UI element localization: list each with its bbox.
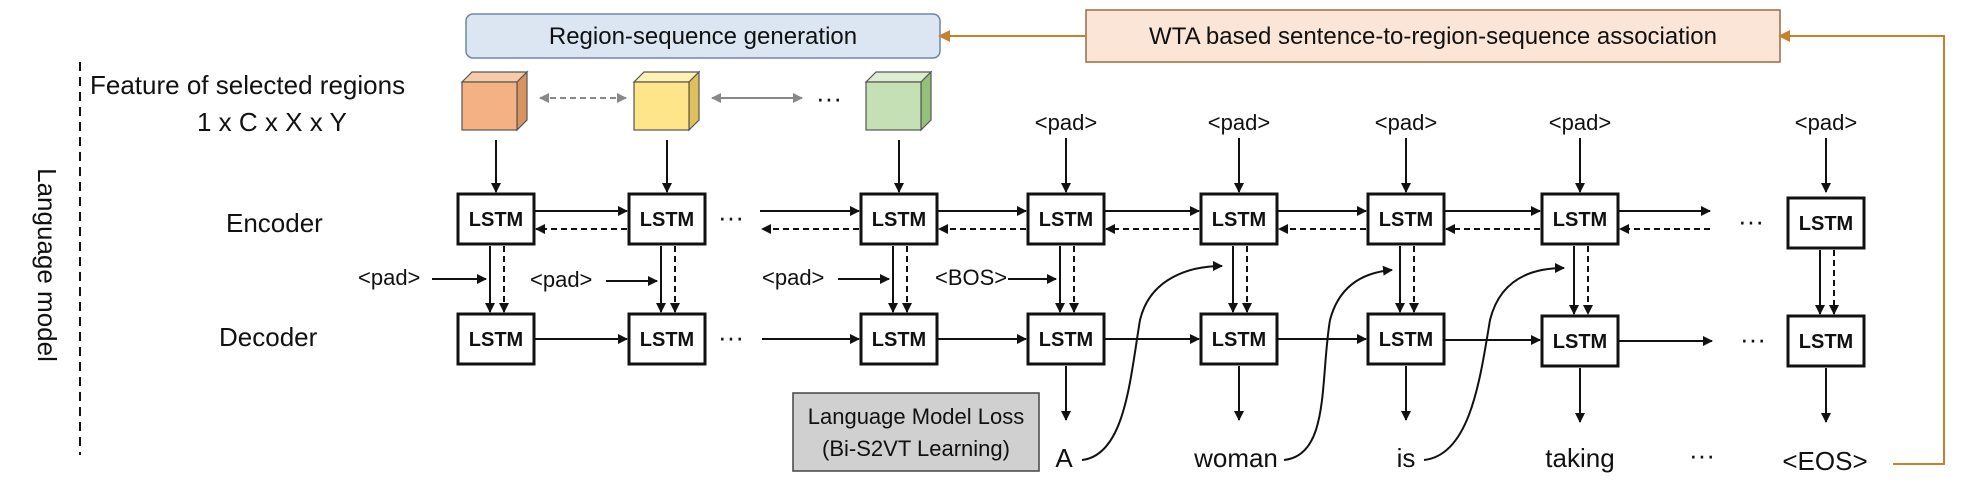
decoder-lstm-6: LSTM [1366,312,1446,366]
decoder-lstm-8: LSTM [1786,314,1866,368]
cube-ellipsis: ··· [816,83,842,113]
output-word-4: taking [1545,443,1614,473]
lstm-label: LSTM [469,329,523,351]
wta-association-box [1085,9,1781,63]
encoder-lstm-1: LSTM [456,192,536,246]
region-sequence-generation-label: Region-sequence generation [549,23,857,50]
lstm-label: LSTM [1799,213,1853,235]
decoder-lstm-2: LSTM [627,312,707,366]
output-word-2: woman [1193,443,1278,473]
feedback-curve-a [1081,261,1223,461]
output-word-6: <EOS> [1782,446,1867,476]
feature-cube-1 [460,70,529,132]
decoder-lstm-1: LSTM [456,312,536,366]
decoder-output-arrows [1061,366,1831,423]
encoder-pad-token: <pad> [1208,110,1270,135]
output-word-1: A [1055,443,1073,473]
loss-box-line1: Language Model Loss [808,404,1025,429]
decoder-label: Decoder [219,322,318,352]
lstm-label: LSTM [1553,331,1607,353]
feature-title: Feature of selected regions [90,70,405,100]
decoder-lstm-4: LSTM [1026,312,1106,366]
encoder-lstm-4: LSTM [1026,192,1106,246]
feature-cube-2 [632,70,701,132]
decoder-bos-token: <BOS> [935,265,1007,290]
lstm-label: LSTM [469,209,523,231]
decoder-recurrent-arrows [534,334,1713,346]
lstm-label: LSTM [1553,209,1607,231]
decoder-ellipsis-end: ··· [1740,324,1766,354]
lstm-label: LSTM [872,209,926,231]
lstm-label: LSTM [1039,209,1093,231]
encoder-pad-token: <pad> [1375,110,1437,135]
language-model-loss-box [792,392,1040,472]
lstm-label: LSTM [1039,329,1093,351]
lstm-label: LSTM [1799,331,1853,353]
decoder-ellipsis: ··· [718,322,744,352]
encoder-lstm-5: LSTM [1199,192,1279,246]
encoder-lstm-8: LSTM [1786,196,1866,250]
decoder-lstm-5: LSTM [1199,312,1279,366]
decoder-pad-token: <pad> [358,265,420,290]
feedback-curve-is [1423,263,1565,461]
encoder-to-decoder-arrows [485,246,1839,315]
encoder-lstm-2: LSTM [627,192,707,246]
decoder-lstm-7: LSTM [1540,314,1620,368]
lstm-label: LSTM [1379,329,1433,351]
feature-dims: 1 x C x X x Y [197,107,347,137]
loss-box-line2: (Bi-S2VT Learning) [822,436,1010,461]
feedback-curve-woman [1283,265,1393,461]
encoder-ellipsis: ··· [718,202,744,232]
lstm-label: LSTM [1212,329,1266,351]
encoder-lstm-3: LSTM [859,192,939,246]
encoder-pad-token: <pad> [1795,110,1857,135]
decoder-pad-token: <pad> [530,267,592,292]
encoder-pad-token: <pad> [1035,110,1097,135]
decoder-pad-token: <pad> [762,265,824,290]
lstm-label: LSTM [1379,209,1433,231]
encoder-lstm-7: LSTM [1540,192,1620,246]
output-word-3: is [1397,443,1416,473]
encoder-lstm-6: LSTM [1366,192,1446,246]
wta-association-label: WTA based sentence-to-region-sequence as… [1149,23,1717,50]
feature-cube-3 [864,70,933,132]
language-model-side-label: Language model [32,168,62,362]
encoder-recurrent-arrows [534,206,1711,234]
lstm-label: LSTM [640,209,694,231]
output-word-5: ··· [1689,440,1715,470]
decoder-lstm-3: LSTM [859,312,939,366]
encoder-pad-token: <pad> [1549,110,1611,135]
feedback-arrow-to-wta [1778,30,1945,465]
lstm-label: LSTM [1212,209,1266,231]
encoder-ellipsis-end: ··· [1738,206,1764,236]
lstm-label: LSTM [640,329,694,351]
encoder-label: Encoder [226,208,323,238]
lstm-label: LSTM [872,329,926,351]
